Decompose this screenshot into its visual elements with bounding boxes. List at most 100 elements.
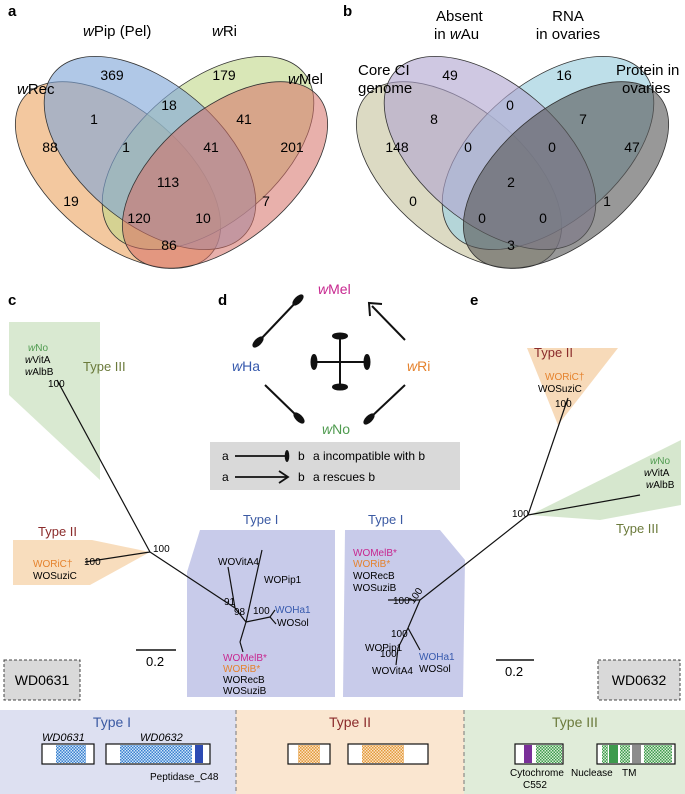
venn-b-count: 3 [507,237,515,253]
tree-c-leaf: WOVitA4 [218,557,259,568]
venn-a-name-ri: wRi [212,23,237,40]
tree-c-bootstrap: 100 [253,606,270,617]
tree-c-leaf-no: wNo [28,343,48,354]
tree-c-bootstrap: 100 [48,379,65,390]
tree-e-bootstrap: 100 [512,509,529,520]
venn-b-count: 7 [579,111,587,127]
panel-f-domain [362,745,404,763]
tree-c-leaf: WORiB* [223,664,260,675]
tree-c-gene-label: WD0631 [15,672,70,688]
tree-e-gene-label: WD0632 [612,672,667,688]
panel-f-domain [56,745,86,763]
panel-f-type3-title: Type III [552,714,598,730]
panel-f-tm-label: TM [622,768,636,779]
panel-f-peptidase-domain [195,745,203,763]
panel-label-a: a [8,3,17,20]
panel-d-ha: wHa [232,358,260,374]
tree-e-scale: 0.2 [505,664,523,679]
tree-c-leaf: WOSol [277,618,309,629]
tree-e-leaf: WOVitA4 [372,666,413,677]
tree-c-leaf-vita: wVitA [25,355,51,366]
panel-d-legend [210,442,460,490]
tree-c-leaf-albb: wAlbB [25,367,54,378]
tree-c: wNo wVitA wAlbB 100 Type III Type II WOR… [3,322,335,701]
venn-a-count: 19 [63,193,79,209]
panel-f-cytochrome-label: Cytochrome [510,768,564,779]
venn-b-count: 0 [409,193,417,209]
panel-f-cytochrome-domain [524,745,532,763]
venn-a-count: 113 [157,174,180,190]
venn-a-set-mel [121,81,329,269]
tree-c-type1-label: Type I [243,512,278,527]
tree-e-leaf: wNo [650,456,670,467]
venn-a-count: 86 [161,237,177,253]
tree-e-type2-label: Type II [534,345,573,360]
venn-b-count: 0 [539,210,547,226]
panel-d-legend-a: a [222,449,229,463]
tree-c-type2-label: Type II [38,524,77,539]
tree-e-leaf: wVitA [644,468,670,479]
tree-e-leaf: wAlbB [646,480,675,491]
panel-f-cytochrome-label: C552 [523,780,547,791]
panel-f-nuclease-label: Nuclease [571,768,613,779]
panel-f-domain [536,745,562,763]
venn-a-count: 10 [195,210,211,226]
venn-a-count: 369 [100,67,124,83]
venn-a-count: 18 [161,97,177,113]
venn-b-count: 47 [624,139,640,155]
venn-b-count: 16 [556,67,572,83]
venn-b-name-absent: in wAu [434,26,479,43]
panel-f-domain [602,745,608,763]
tree-e-bootstrap: 100 [555,399,572,410]
tree-e-bootstrap: 100 [393,596,410,607]
venn-b-name-protein: Protein in [616,62,679,79]
panel-f-domain [644,745,672,763]
panel-d: wMel wHa wRi wNo [210,281,460,490]
tree-e-leaf: WOSuziC [538,384,582,395]
panel-label-b: b [343,3,352,20]
panel-f-domain [298,745,320,763]
tree-c-leaf: WOPip1 [264,575,302,586]
venn-b-count: 0 [478,210,486,226]
tree-c-scale: 0.2 [146,654,164,669]
tree-c-bootstrap: 91 [224,597,236,608]
panel-label-e: e [470,292,478,309]
venn-a-name-rec: wRec [17,81,55,98]
tree-c-type3-label: Type III [83,359,126,374]
venn-b-name-core: genome [358,80,412,97]
panel-d-ri: wRi [407,358,430,374]
venn-a-count: 7 [262,193,270,209]
tree-e: Type II WORiC† WOSuziC 100 wNo wVitA wAl… [343,345,681,701]
tree-e-type1-box [343,530,465,697]
tree-e-type1-label: Type I [368,512,403,527]
panel-d-legend-b: b [298,449,305,463]
tree-c-leaf-suzic: WOSuziC [33,571,77,582]
tree-e-leaf: WOSuziB [353,583,397,594]
tree-c-leaf-oric: WORiC† [33,559,72,570]
venn-b-name-rna: in ovaries [536,26,600,43]
tree-c-type2-wedge [13,540,150,585]
panel-f-wd0631-label: WD0631 [42,732,85,744]
panel-label-c: c [8,292,16,309]
tree-c-type1-box [187,530,335,697]
venn-a-count: 201 [280,139,304,155]
venn-b-count: 0 [548,139,556,155]
venn-b-name-absent: Absent [436,8,484,25]
tree-e-leaf: WORiC† [545,372,584,383]
venn-a-count: 41 [203,139,219,155]
tree-e-leaf: WOHa1 [419,652,455,663]
panel-f-wd0632-label: WD0632 [140,732,183,744]
venn-b-count: 8 [430,111,438,127]
panel-d-legend-text: a incompatible with b [313,449,425,463]
venn-a-name-mel: wMel [288,71,323,88]
tree-e-leaf: WOSol [419,664,451,675]
venn-b-name-core: Core CI [358,62,410,79]
venn-b: Core CI genome Absent in wAu RNA in ovar… [355,8,679,269]
venn-b-count: 49 [442,67,458,83]
panel-f-domain [620,745,630,763]
venn-a-count: 1 [122,139,130,155]
venn-a-count: 1 [90,111,98,127]
tree-c-bootstrap: 100 [84,557,101,568]
panel-f-nuclease-domain [609,745,618,763]
